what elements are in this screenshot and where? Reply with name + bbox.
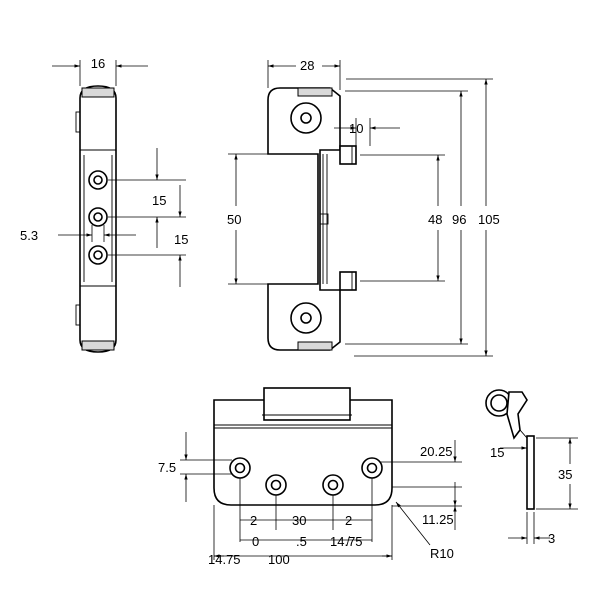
leaf-hole-2 bbox=[265, 474, 287, 496]
front-view-body bbox=[267, 87, 341, 351]
side-offset-label: 5.3 bbox=[20, 228, 38, 243]
profile-knuckle bbox=[485, 389, 513, 417]
leaf-center-label: 30 bbox=[292, 513, 306, 528]
profile-height-label: 35 bbox=[558, 467, 572, 482]
side-top-cap bbox=[81, 87, 115, 98]
leaf-hole-4 bbox=[361, 457, 383, 479]
front-hole-top bbox=[290, 102, 322, 134]
side-width-label: 16 bbox=[91, 56, 105, 71]
leaf-gap-left-label: 2 bbox=[250, 513, 257, 528]
side-pitch-2-label: 15 bbox=[174, 232, 188, 247]
front-pin-bottom bbox=[339, 271, 357, 291]
side-pitch-1-label: 15 bbox=[152, 193, 166, 208]
profile-leaf bbox=[526, 435, 535, 510]
leaf-half-label: .5 bbox=[296, 534, 307, 549]
profile-arm bbox=[506, 391, 528, 440]
side-hole-3 bbox=[88, 245, 108, 265]
front-mid-height-label: 96 bbox=[452, 212, 466, 227]
front-pin-span-label: 48 bbox=[428, 212, 442, 227]
front-pin-top bbox=[339, 145, 357, 165]
profile-view: 15 35 3 bbox=[485, 389, 578, 546]
front-inner-label: 50 bbox=[227, 212, 241, 227]
leaf-total-width-label: 100 bbox=[268, 552, 290, 567]
front-hole-bottom bbox=[290, 302, 322, 334]
side-view: 16 15 15 5.3 bbox=[20, 56, 188, 353]
leaf-hole-offset-label: 7.5 bbox=[158, 460, 176, 475]
leaf-gap-right-label: 2 bbox=[345, 513, 352, 528]
leaf-plate bbox=[213, 399, 393, 506]
profile-thickness-label: 3 bbox=[548, 531, 555, 546]
leaf-radius-label: R10 bbox=[430, 546, 454, 561]
front-view: 28 10 50 48 96 105 bbox=[227, 58, 500, 357]
side-hole-2 bbox=[88, 207, 108, 227]
side-bottom-cap bbox=[81, 340, 115, 351]
front-pin-label: 10 bbox=[349, 121, 363, 136]
profile-angle-label: 15 bbox=[490, 445, 504, 460]
front-bottom-cap bbox=[297, 341, 333, 351]
leaf-bottom-label: 11.25 bbox=[422, 512, 454, 527]
front-total-height-label: 105 bbox=[478, 212, 500, 227]
leaf-hole-1 bbox=[229, 457, 251, 479]
leaf-edge-label: 20.25 bbox=[420, 444, 453, 459]
leaf-view: 7.5 20.25 11.25 2 30 2 0 .5 14.̸75 14.75 bbox=[158, 387, 462, 567]
front-top-cap bbox=[297, 87, 333, 97]
leaf-right-margin-label: 14.̸75 bbox=[330, 534, 363, 549]
side-hole-1 bbox=[88, 170, 108, 190]
leaf-hole-3 bbox=[322, 474, 344, 496]
leaf-zero-label: 0 bbox=[252, 534, 259, 549]
leaf-left-margin-label: 14.75 bbox=[208, 552, 241, 567]
front-width-label: 28 bbox=[300, 58, 314, 73]
